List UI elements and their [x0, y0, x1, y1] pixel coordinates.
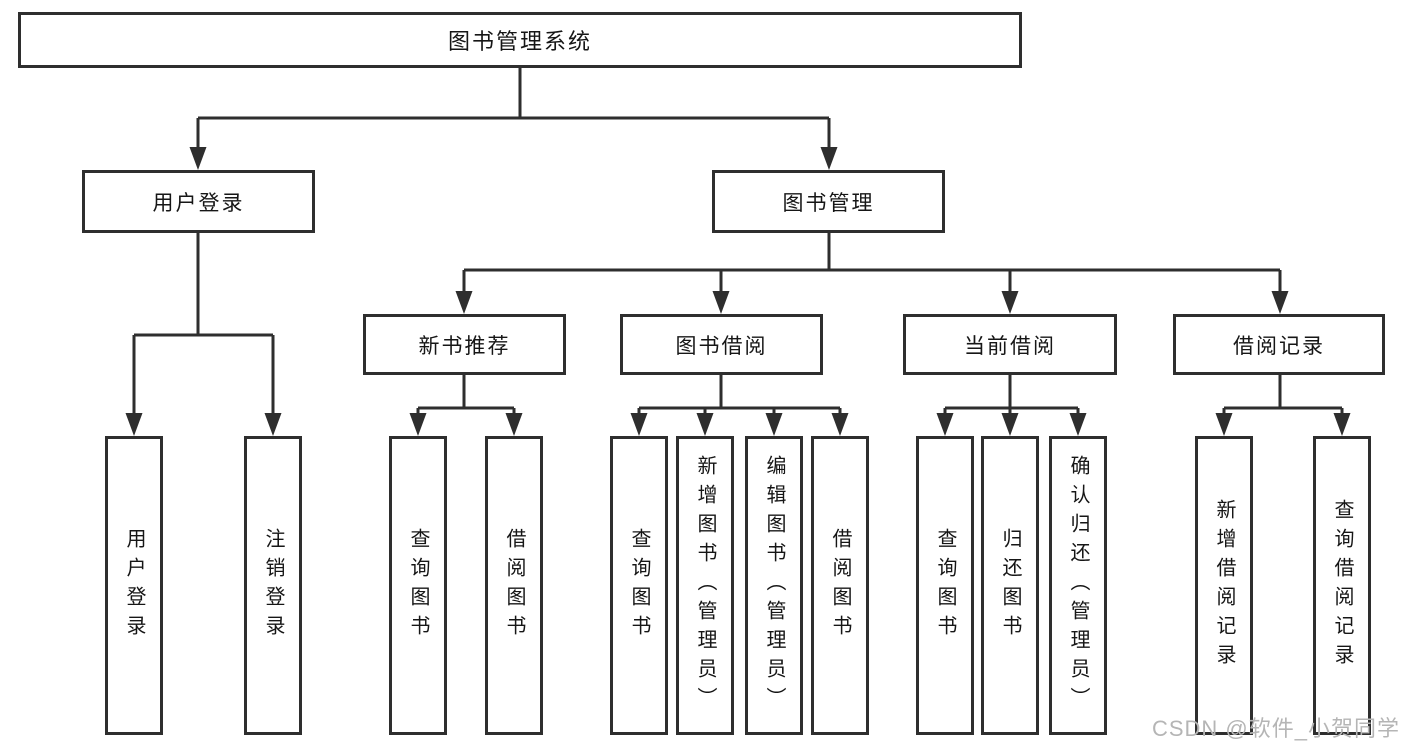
leaf-confirm-return-admin: 确认归还（管理员）: [1049, 436, 1107, 735]
node-user-login: 用户登录: [82, 170, 315, 233]
leaf-add-books-admin: 新增图书（管理员）: [676, 436, 734, 735]
leaf-search-borrow-record: 查询借阅记录: [1313, 436, 1371, 735]
leaf-edit-books-admin: 编辑图书（管理员）: [745, 436, 803, 735]
leaf-logout: 注销登录: [244, 436, 302, 735]
leaf-user-login: 用户登录: [105, 436, 163, 735]
csdn-watermark: CSDN @软件_小贺同学: [1151, 716, 1400, 741]
leaf-add-borrow-record: 新增借阅记录: [1195, 436, 1253, 735]
node-library-management-system: 图书管理系统: [18, 12, 1022, 68]
leaf-search-books-3: 查询图书: [916, 436, 974, 735]
node-borrowing-records: 借阅记录: [1173, 314, 1385, 375]
node-current-borrowing: 当前借阅: [903, 314, 1117, 375]
node-new-book-recommendation: 新书推荐: [363, 314, 566, 375]
leaf-return-books: 归还图书: [981, 436, 1039, 735]
node-book-management: 图书管理: [712, 170, 945, 233]
leaf-search-books-1: 查询图书: [389, 436, 447, 735]
leaf-borrow-books-2: 借阅图书: [811, 436, 869, 735]
leaf-search-books-2: 查询图书: [610, 436, 668, 735]
node-book-borrowing: 图书借阅: [620, 314, 823, 375]
leaf-borrow-books-1: 借阅图书: [485, 436, 543, 735]
